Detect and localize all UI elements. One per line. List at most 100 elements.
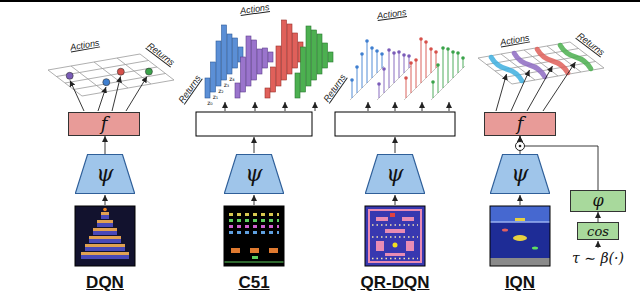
axis-label: Actions (500, 32, 531, 47)
q-value-dot (117, 68, 124, 75)
output-arrow (527, 66, 553, 111)
wall (376, 241, 384, 251)
screen-ground (365, 206, 425, 266)
feature-arrow (254, 137, 255, 153)
stem (352, 80, 353, 98)
bar (211, 62, 216, 92)
axis-label: Actions (240, 2, 271, 16)
bar (323, 43, 328, 68)
bar (293, 33, 298, 68)
stem (426, 42, 427, 78)
alien-row (229, 219, 279, 222)
stem-head (402, 53, 406, 57)
player (103, 208, 107, 212)
stem-head (456, 51, 460, 55)
game-screen (490, 206, 550, 266)
stem-head (434, 50, 438, 54)
quantile-stems (379, 50, 409, 98)
stem (379, 84, 380, 98)
encoder-trapezoid: ψ (365, 154, 425, 194)
output-arrow (543, 62, 576, 111)
sample-arrow (598, 241, 599, 248)
input-arrow (520, 195, 521, 205)
q-value-dot (145, 68, 152, 75)
atom-label: z₄ (229, 76, 235, 83)
wall (368, 209, 422, 211)
stem-head (350, 78, 354, 82)
wall (376, 217, 388, 221)
cube-side (85, 247, 125, 251)
stem (362, 54, 363, 88)
bar (246, 36, 251, 86)
axis-label: Returns (322, 72, 349, 104)
fish (502, 229, 508, 232)
axis-label: Actions (377, 7, 408, 21)
atom-label: z₀ (207, 100, 213, 107)
input-arrows (105, 195, 520, 205)
wall (406, 241, 414, 251)
stem-head (451, 50, 455, 54)
node-text: cos (587, 225, 609, 238)
embedding-box: φ (570, 190, 626, 212)
stem (389, 50, 390, 88)
cube-side (101, 215, 109, 219)
output-arrow (511, 70, 530, 111)
output-arrow (496, 74, 507, 111)
player (393, 243, 398, 248)
cube-top (93, 228, 117, 231)
bar (263, 48, 268, 68)
stem-head (387, 48, 391, 52)
axis-label: Actions (70, 37, 101, 52)
stem-head (360, 52, 364, 56)
stem-head (441, 46, 445, 50)
alien-row (229, 225, 279, 228)
axis-label: Returns (575, 30, 606, 57)
encoder-trapezoid: ψ (224, 154, 284, 194)
screen-sky (490, 206, 550, 266)
atom-label: z₃ (224, 82, 230, 89)
game-screen (75, 206, 135, 266)
stem-head (409, 61, 413, 65)
stem (421, 39, 422, 83)
bar-series (265, 20, 303, 98)
water-surface (490, 221, 550, 223)
cosine-box: cos (577, 222, 619, 240)
game-screen (365, 206, 425, 266)
stem (382, 54, 383, 68)
stem (372, 48, 373, 78)
stem-head (461, 56, 465, 60)
bar (312, 30, 317, 80)
stem-head (404, 76, 408, 80)
stem-head (407, 54, 411, 58)
atom-label: z₁ (213, 94, 219, 101)
stem (416, 60, 417, 88)
bar (301, 47, 306, 92)
sampling-formula: τ ∼ β(·) (572, 250, 624, 266)
cube-top (101, 212, 109, 215)
output-arrow (368, 102, 369, 111)
maze-walls (368, 209, 422, 263)
method-name: QR-DQN (361, 273, 430, 293)
bar (328, 52, 333, 62)
stem-head (375, 49, 379, 53)
shield (250, 248, 259, 253)
screen-border (75, 206, 135, 266)
stem (443, 48, 444, 88)
input-arrow (105, 195, 106, 205)
feature-arrow (395, 137, 396, 153)
output-arrow (255, 102, 256, 111)
wall (368, 261, 422, 263)
output-layer-box (335, 112, 455, 136)
stem-head (414, 58, 418, 62)
stem (453, 52, 454, 78)
axis-label: Returns (177, 73, 204, 105)
screen-water (490, 222, 550, 258)
distribution-curve (560, 45, 591, 68)
node-text: ψ (511, 163, 528, 185)
input-arrow (395, 195, 396, 205)
output-arrow (315, 102, 316, 111)
axis-label: Returns (145, 40, 176, 67)
pellets (372, 236, 418, 238)
node-text: ψ (386, 163, 403, 185)
bar-series (205, 25, 243, 98)
